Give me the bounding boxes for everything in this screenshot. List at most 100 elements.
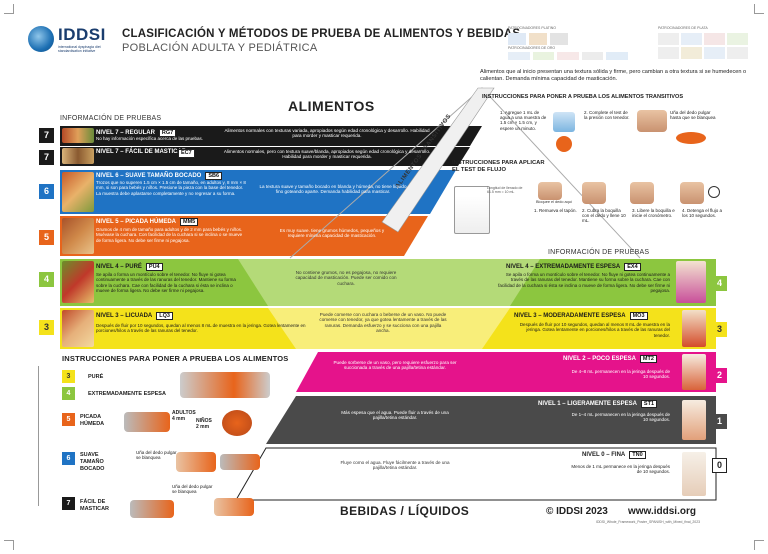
flow-step-2-icon	[582, 182, 606, 204]
adultos-label: ADULTOS 4 mm	[172, 410, 196, 422]
globe-logo-icon	[28, 26, 54, 52]
food-photo-liquidised	[62, 310, 94, 347]
transitional-step-1: 1. Agregue 1 mL de agua a una muestra de…	[500, 110, 547, 131]
sponsor-logos-gold	[508, 52, 628, 60]
test-label-soft-bite: SUAVE TAMAÑO BOCADO	[80, 452, 105, 472]
food-sample-icon	[556, 136, 572, 152]
test-label-minced: PICADA HÚMEDA	[80, 414, 105, 427]
level-4-center-desc: No contiene grumos, no es pegajosa, no r…	[295, 270, 397, 286]
page-title: CLASIFICACIÓN Y MÉTODOS DE PRUEBA DE ALI…	[122, 28, 521, 40]
level-3-badge: 3	[39, 320, 54, 335]
fork-easy-chew-icon	[130, 500, 174, 518]
band-level-1	[266, 396, 716, 444]
level-5-badge: 5	[39, 230, 54, 245]
level-4-drink-desc: Se apila o forma un montículo sobre el t…	[498, 272, 670, 293]
band-level-4-center	[238, 259, 540, 306]
band-level-3-center	[268, 308, 510, 349]
level-2-center-desc: Puede sorberse de un vaso, pero requiere…	[333, 360, 457, 371]
level-4-desc: Se apila o forma un montículo sobre el t…	[96, 272, 236, 293]
food-sample-icon	[676, 132, 706, 144]
drink-photo-level-0	[682, 452, 706, 496]
flow-step-3: 3. Libere la boquilla e inicie el cronóm…	[632, 208, 675, 219]
level-5-desc: Grumos de 4 mm de tamaño para adultos y …	[96, 227, 243, 243]
flow-test-title: INSTRUCCIONES PARA APLICAR EL TEST DE FL…	[452, 160, 545, 173]
flow-step-1: 1. Remueva el tapón.	[534, 208, 577, 213]
band-level-0	[235, 447, 717, 501]
footer-website[interactable]: www.iddsi.org	[628, 506, 696, 517]
fork-tilt-test-icon	[180, 372, 270, 398]
drink-level-3-badge: 3	[712, 322, 727, 337]
band-level-6	[60, 170, 456, 214]
food-photo-soft-bite	[62, 172, 94, 212]
test-badge-6: 6	[62, 452, 75, 465]
transitional-note: Alimentos que al inicio presentan una te…	[480, 69, 747, 82]
crop-mark	[754, 540, 764, 550]
level-7-center-desc: Alimentos normales con texturas variada,…	[224, 128, 430, 139]
thumb-note-6: Uña del dedo pulgar se blanquea	[136, 450, 177, 461]
food-test-bracket	[38, 366, 288, 506]
fork-minced-test-icon	[124, 412, 170, 432]
drink-photo-level-3	[682, 310, 706, 347]
logo-subtext: international dysphagia diet standardisa…	[58, 45, 101, 53]
level-0-desc: Menos de 1 mL permanece en la jeringa de…	[571, 464, 670, 475]
thumb-easy-chew-icon	[214, 498, 254, 516]
flow-step-4: 4. Detenga el flujo a los 10 segundos.	[682, 208, 723, 219]
logo-text: IDDSI	[58, 25, 106, 44]
stopwatch-icon	[708, 186, 720, 198]
crop-mark	[4, 4, 14, 14]
sponsors-gold-label: PATROCINADORES DE ORO	[508, 46, 556, 50]
footer-copyright: © IDDSI 2023	[546, 506, 608, 517]
test-badge-5: 5	[62, 413, 75, 426]
thumb-note-7: Uña del dedo pulgar se blanquea	[172, 484, 213, 495]
water-cup-icon	[553, 112, 575, 132]
food-photo-puree	[62, 261, 94, 303]
level-0-center-desc: Fluye como el agua. Fluye fácilmente a t…	[340, 460, 450, 471]
level-1-center-desc: Más espesa que el agua. Puede fluir a tr…	[341, 410, 449, 421]
drinks-info-heading: INFORMACIÓN DE PRUEBAS	[548, 249, 650, 256]
crop-mark	[4, 540, 14, 550]
syringe-icon	[454, 186, 490, 234]
level-4-badge: 4	[39, 272, 54, 287]
transitional-step-2: 2. Complete el test de la presión con te…	[584, 110, 630, 121]
sponsors-platinum-label: PATROCINADORES PLATINO	[508, 26, 557, 30]
thumb-test-icon	[176, 452, 216, 472]
fork-press-icon	[220, 454, 260, 470]
level-6-center-desc: La textura suave y tamaño bocado en blan…	[259, 184, 407, 195]
test-badge-3: 3	[62, 370, 75, 383]
band-level-5	[60, 216, 428, 256]
transitional-test-title: INSTRUCCIONES PARA PONER A PRUEBA LOS AL…	[482, 94, 684, 100]
level-7-regular-desc: No hay información específica acerca de …	[96, 136, 204, 141]
food-photo-easy-chew	[62, 148, 94, 164]
transitional-thumb-note: Uña del dedo pulgar hasta que se blanque…	[670, 110, 716, 121]
level-6-badge: 6	[39, 184, 54, 199]
level-7-badge: 7	[39, 128, 54, 143]
foods-heading: ALIMENTOS	[288, 98, 375, 114]
test-badge-4: 4	[62, 387, 75, 400]
food-photo-regular	[62, 128, 94, 143]
band-level-2	[296, 352, 716, 392]
test-label-puree: PURÉ	[88, 374, 104, 380]
flow-step-3-icon	[630, 182, 654, 204]
drink-photo-level-2	[682, 354, 706, 390]
crop-mark	[754, 4, 764, 14]
level-2-desc: De 4–8 mL permanecen en la jeringa despu…	[571, 369, 670, 380]
drink-photo-level-4	[676, 261, 706, 303]
band-level-7-easy-chew	[60, 147, 470, 166]
drink-photo-level-1	[682, 400, 706, 440]
bloquee-label: Bloquee el dedo aquí	[536, 200, 572, 204]
level-7-ec-center-desc: Alimentos normales, pero con textura sua…	[223, 149, 431, 160]
test-label-easy-chew: FÁCIL DE MASTICAR	[80, 499, 110, 512]
foods-info-heading: INFORMACIÓN DE PRUEBAS	[60, 115, 162, 122]
flow-step-2: 2. Cubra la boquilla con el dedo y llene…	[582, 208, 626, 224]
sponsors-silver-label: PATROCINADORES DE PLATA	[658, 26, 708, 30]
